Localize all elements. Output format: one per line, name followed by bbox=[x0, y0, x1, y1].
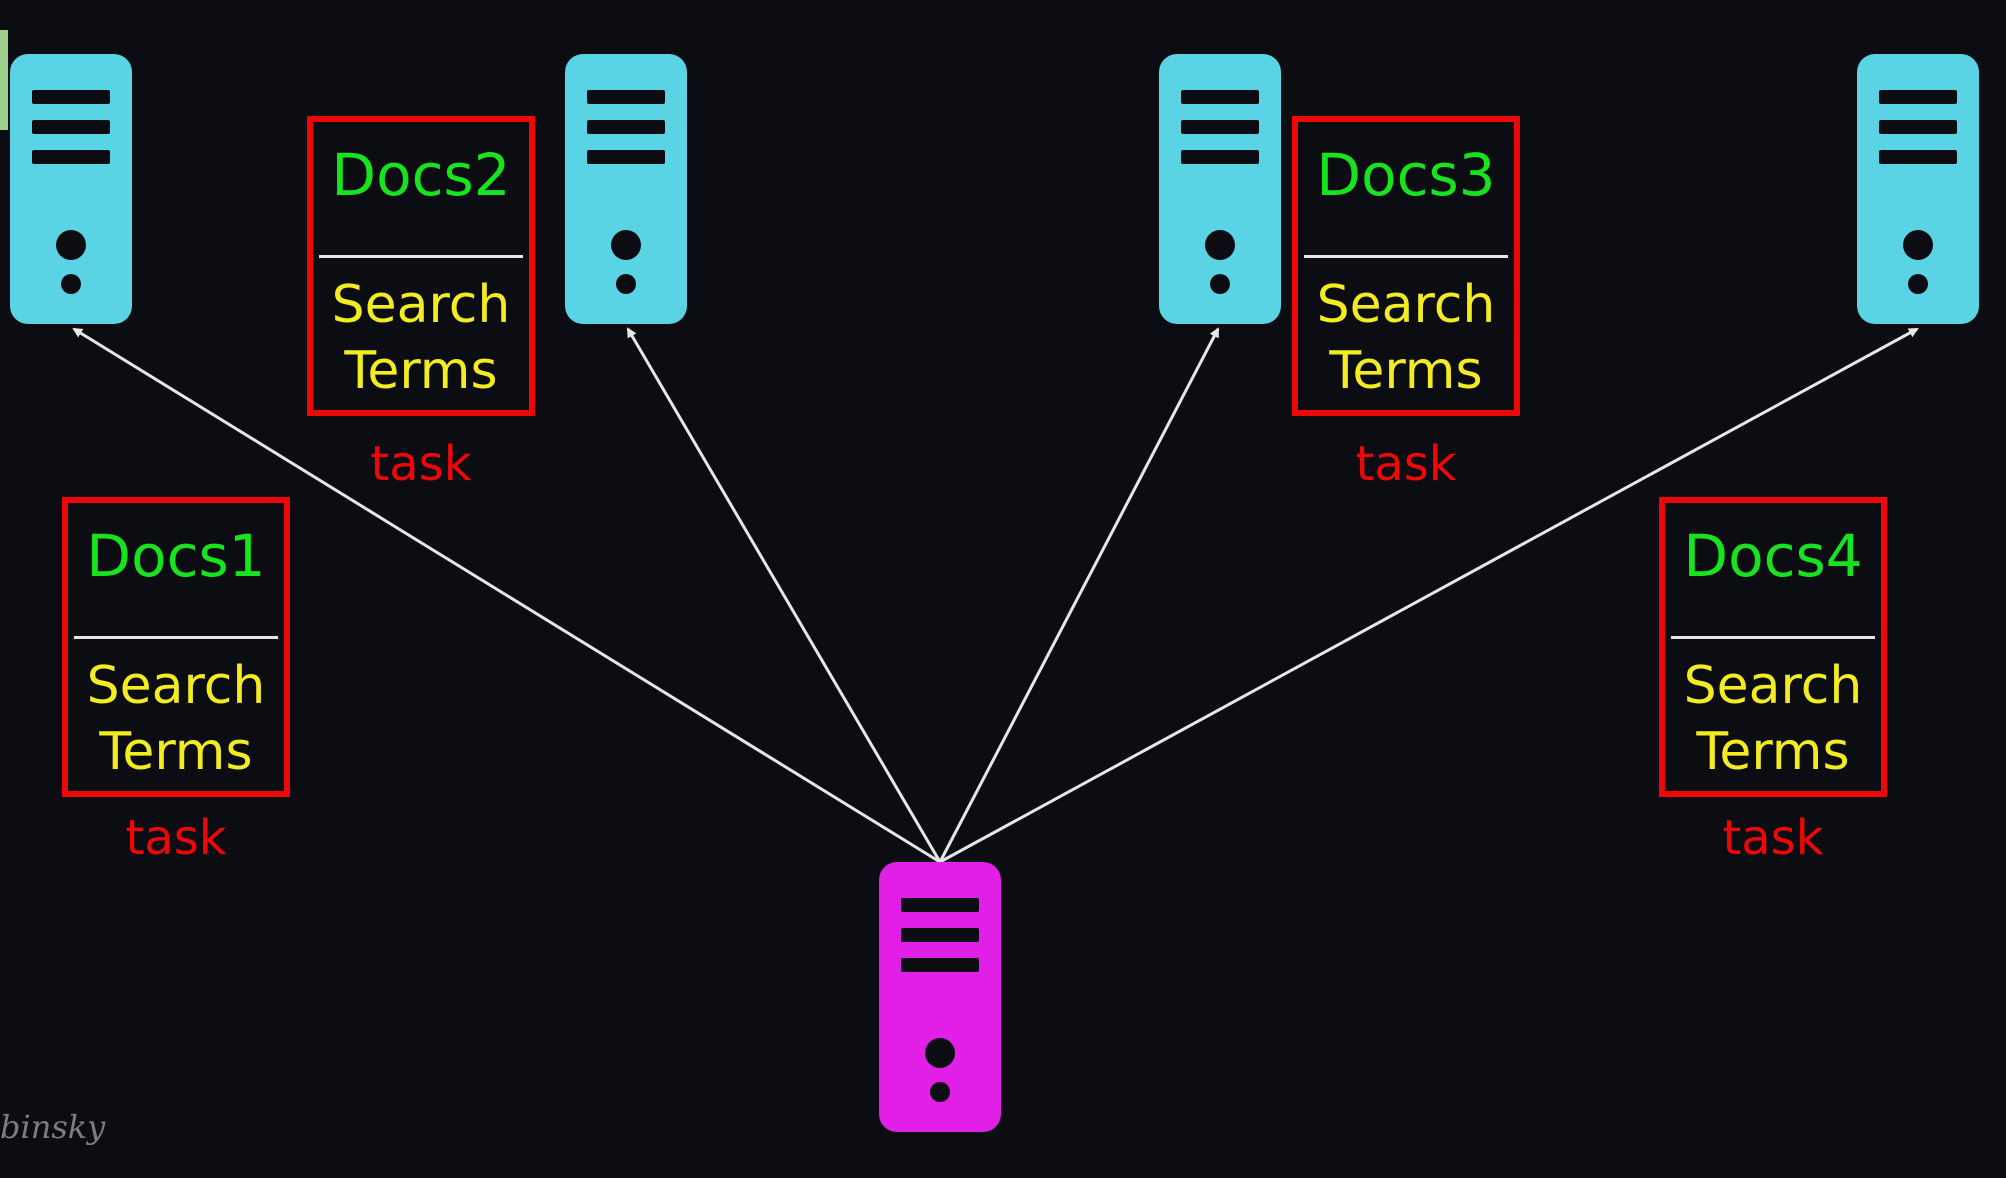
task-4-docs: Docs4 bbox=[1683, 522, 1863, 590]
worker-server-3-icon bbox=[1159, 54, 1281, 324]
task-box-2: Docs2 Search Terms bbox=[307, 116, 535, 416]
cropped-element bbox=[0, 30, 8, 130]
task-4-search-terms: Search Terms bbox=[1683, 656, 1863, 782]
worker-server-1-icon bbox=[10, 54, 132, 324]
task-2-docs: Docs2 bbox=[331, 141, 511, 209]
task-3-label: task bbox=[1355, 436, 1457, 492]
task-4-label: task bbox=[1722, 810, 1824, 866]
task-box-3: Docs3 Search Terms bbox=[1292, 116, 1520, 416]
arrow-to-worker-3 bbox=[938, 327, 1220, 863]
worker-server-2-icon bbox=[565, 54, 687, 324]
arrow-to-worker-1 bbox=[72, 327, 941, 864]
task-box-1: Docs1 Search Terms bbox=[62, 497, 290, 797]
task-3-divider bbox=[1304, 255, 1508, 258]
task-1-docs: Docs1 bbox=[86, 522, 266, 590]
task-3-search-terms: Search Terms bbox=[1316, 275, 1496, 401]
arrow-to-worker-4 bbox=[939, 327, 1919, 864]
task-4-divider bbox=[1671, 636, 1875, 639]
watermark: binsky bbox=[0, 1108, 106, 1146]
task-2-search-terms: Search Terms bbox=[331, 275, 511, 401]
task-box-4: Docs4 Search Terms bbox=[1659, 497, 1887, 797]
task-1-label: task bbox=[125, 810, 227, 866]
task-1-divider bbox=[74, 636, 278, 639]
coordinator-server-icon bbox=[879, 862, 1001, 1132]
worker-server-4-icon bbox=[1857, 54, 1979, 324]
task-3-docs: Docs3 bbox=[1316, 141, 1496, 209]
task-2-label: task bbox=[370, 436, 472, 492]
task-2-divider bbox=[319, 255, 523, 258]
arrow-to-worker-2 bbox=[626, 327, 942, 863]
task-1-search-terms: Search Terms bbox=[86, 656, 266, 782]
